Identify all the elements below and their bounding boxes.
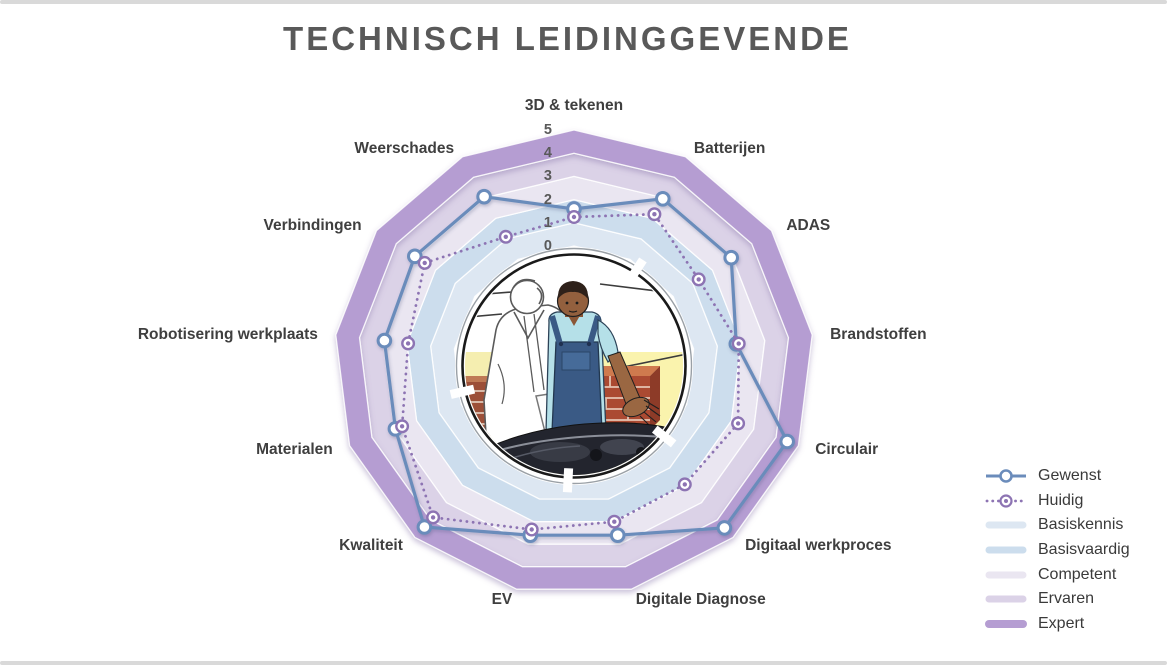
legend-swatch-band bbox=[985, 595, 1027, 603]
legend-swatch-band bbox=[985, 571, 1027, 579]
competence-bands bbox=[335, 129, 813, 590]
frame-gap bbox=[626, 257, 647, 283]
legend-swatch-band bbox=[985, 619, 1027, 628]
huidig-marker-dot bbox=[422, 260, 427, 266]
huidig-marker-dot bbox=[735, 421, 741, 426]
frame-gap bbox=[651, 425, 677, 448]
gewenst-marker bbox=[416, 519, 433, 535]
legend-label: Competent bbox=[1038, 565, 1117, 583]
frame-ring-outer bbox=[455, 247, 693, 485]
category-label-adas: ADAS bbox=[786, 216, 831, 234]
gewenst-line bbox=[382, 195, 789, 537]
category-label-weerschades: Weerschades bbox=[354, 139, 455, 157]
frame-gap bbox=[449, 384, 476, 399]
gewenst-marker bbox=[476, 188, 492, 205]
huidig-marker-dot bbox=[652, 212, 657, 217]
huidig-marker-dot bbox=[399, 424, 405, 429]
gewenst-marker bbox=[407, 248, 423, 265]
category-label-brandstoffen: Brandstoffen bbox=[830, 325, 927, 343]
legend-swatch-band bbox=[985, 546, 1027, 554]
category-label-circulair: Circulair bbox=[815, 441, 879, 459]
huidig-marker-dot bbox=[405, 341, 411, 346]
category-label-digitale-diagnose: Digitale Diagnose bbox=[635, 590, 766, 608]
category-label-ev: EV bbox=[491, 590, 513, 608]
center-illustration bbox=[449, 247, 693, 493]
legend-swatch-line bbox=[986, 469, 1026, 484]
axis-tick: 5 bbox=[543, 122, 552, 138]
series-lines bbox=[376, 188, 796, 544]
legend-swatch-dotted bbox=[985, 494, 1027, 508]
legend-item-basiskennis: Basiskennis bbox=[984, 513, 1130, 538]
legend-swatch-band bbox=[985, 521, 1027, 529]
huidig-marker-dot bbox=[612, 519, 617, 524]
axis-tick: 0 bbox=[543, 238, 552, 254]
legend-label: Expert bbox=[1038, 614, 1085, 632]
frame-gap bbox=[562, 468, 574, 493]
category-label-kwaliteit: Kwaliteit bbox=[339, 536, 403, 554]
huidig-marker-dot bbox=[696, 277, 701, 282]
gewenst-marker bbox=[376, 332, 393, 349]
legend-label: Basisvaardig bbox=[1038, 541, 1130, 559]
huidig-line bbox=[400, 212, 741, 531]
legend-item-ervaren: Ervaren bbox=[984, 587, 1130, 612]
legend-item-huidig: Huidig bbox=[984, 489, 1130, 514]
ring-expert bbox=[335, 129, 813, 590]
axis-tick: 3 bbox=[543, 168, 552, 185]
legend-item-gewenst: Gewenst bbox=[984, 464, 1130, 489]
category-label-batterijen: Batterijen bbox=[693, 139, 766, 157]
category-label-robotisering-werkplaats: Robotisering werkplaats bbox=[137, 325, 318, 343]
axis-tick: 1 bbox=[543, 214, 552, 231]
category-label-materialen: Materialen bbox=[256, 441, 333, 459]
top-border bbox=[0, 0, 1167, 4]
huidig-marker-dot bbox=[529, 527, 534, 532]
legend-label: Gewenst bbox=[1038, 467, 1102, 485]
legend-item-competent: Competent bbox=[984, 562, 1130, 587]
legend-label: Basiskennis bbox=[1038, 516, 1124, 534]
category-label-verbindingen: Verbindingen bbox=[263, 216, 362, 234]
legend-item-basisvaardig: Basisvaardig bbox=[984, 538, 1130, 563]
right-person bbox=[545, 281, 661, 433]
legend: Gewenst Huidig Basiskennis Basisvaardig … bbox=[984, 464, 1130, 636]
huidig-marker-dot bbox=[503, 234, 508, 239]
legend-item-expert: Expert bbox=[984, 612, 1130, 637]
legend-label: Huidig bbox=[1038, 491, 1084, 509]
frame-ring-inner bbox=[461, 253, 687, 479]
legend-label: Ervaren bbox=[1038, 590, 1095, 608]
huidig-series bbox=[395, 207, 746, 537]
gewenst-marker bbox=[655, 191, 671, 207]
category-label-digitaal-werkproces: Digitaal werkproces bbox=[745, 536, 892, 554]
huidig-marker-dot bbox=[736, 341, 741, 346]
huidig-marker-dot bbox=[682, 482, 687, 487]
category-label-3d-tekenen: 3D & tekenen bbox=[524, 97, 624, 114]
frame-ring-gaps bbox=[449, 257, 677, 493]
huidig-marker-dot bbox=[430, 515, 436, 520]
gewenst-marker bbox=[779, 433, 796, 450]
axis-tick: 4 bbox=[543, 145, 552, 162]
bottom-border bbox=[0, 661, 1167, 665]
gewenst-marker bbox=[723, 249, 740, 266]
chart-title: TECHNISCH LEIDINGGEVENDE bbox=[283, 20, 852, 57]
gewenst-marker bbox=[716, 520, 733, 536]
huidig-marker-dot bbox=[571, 214, 577, 220]
axis-tick: 2 bbox=[543, 191, 552, 208]
gewenst-marker bbox=[609, 527, 626, 544]
